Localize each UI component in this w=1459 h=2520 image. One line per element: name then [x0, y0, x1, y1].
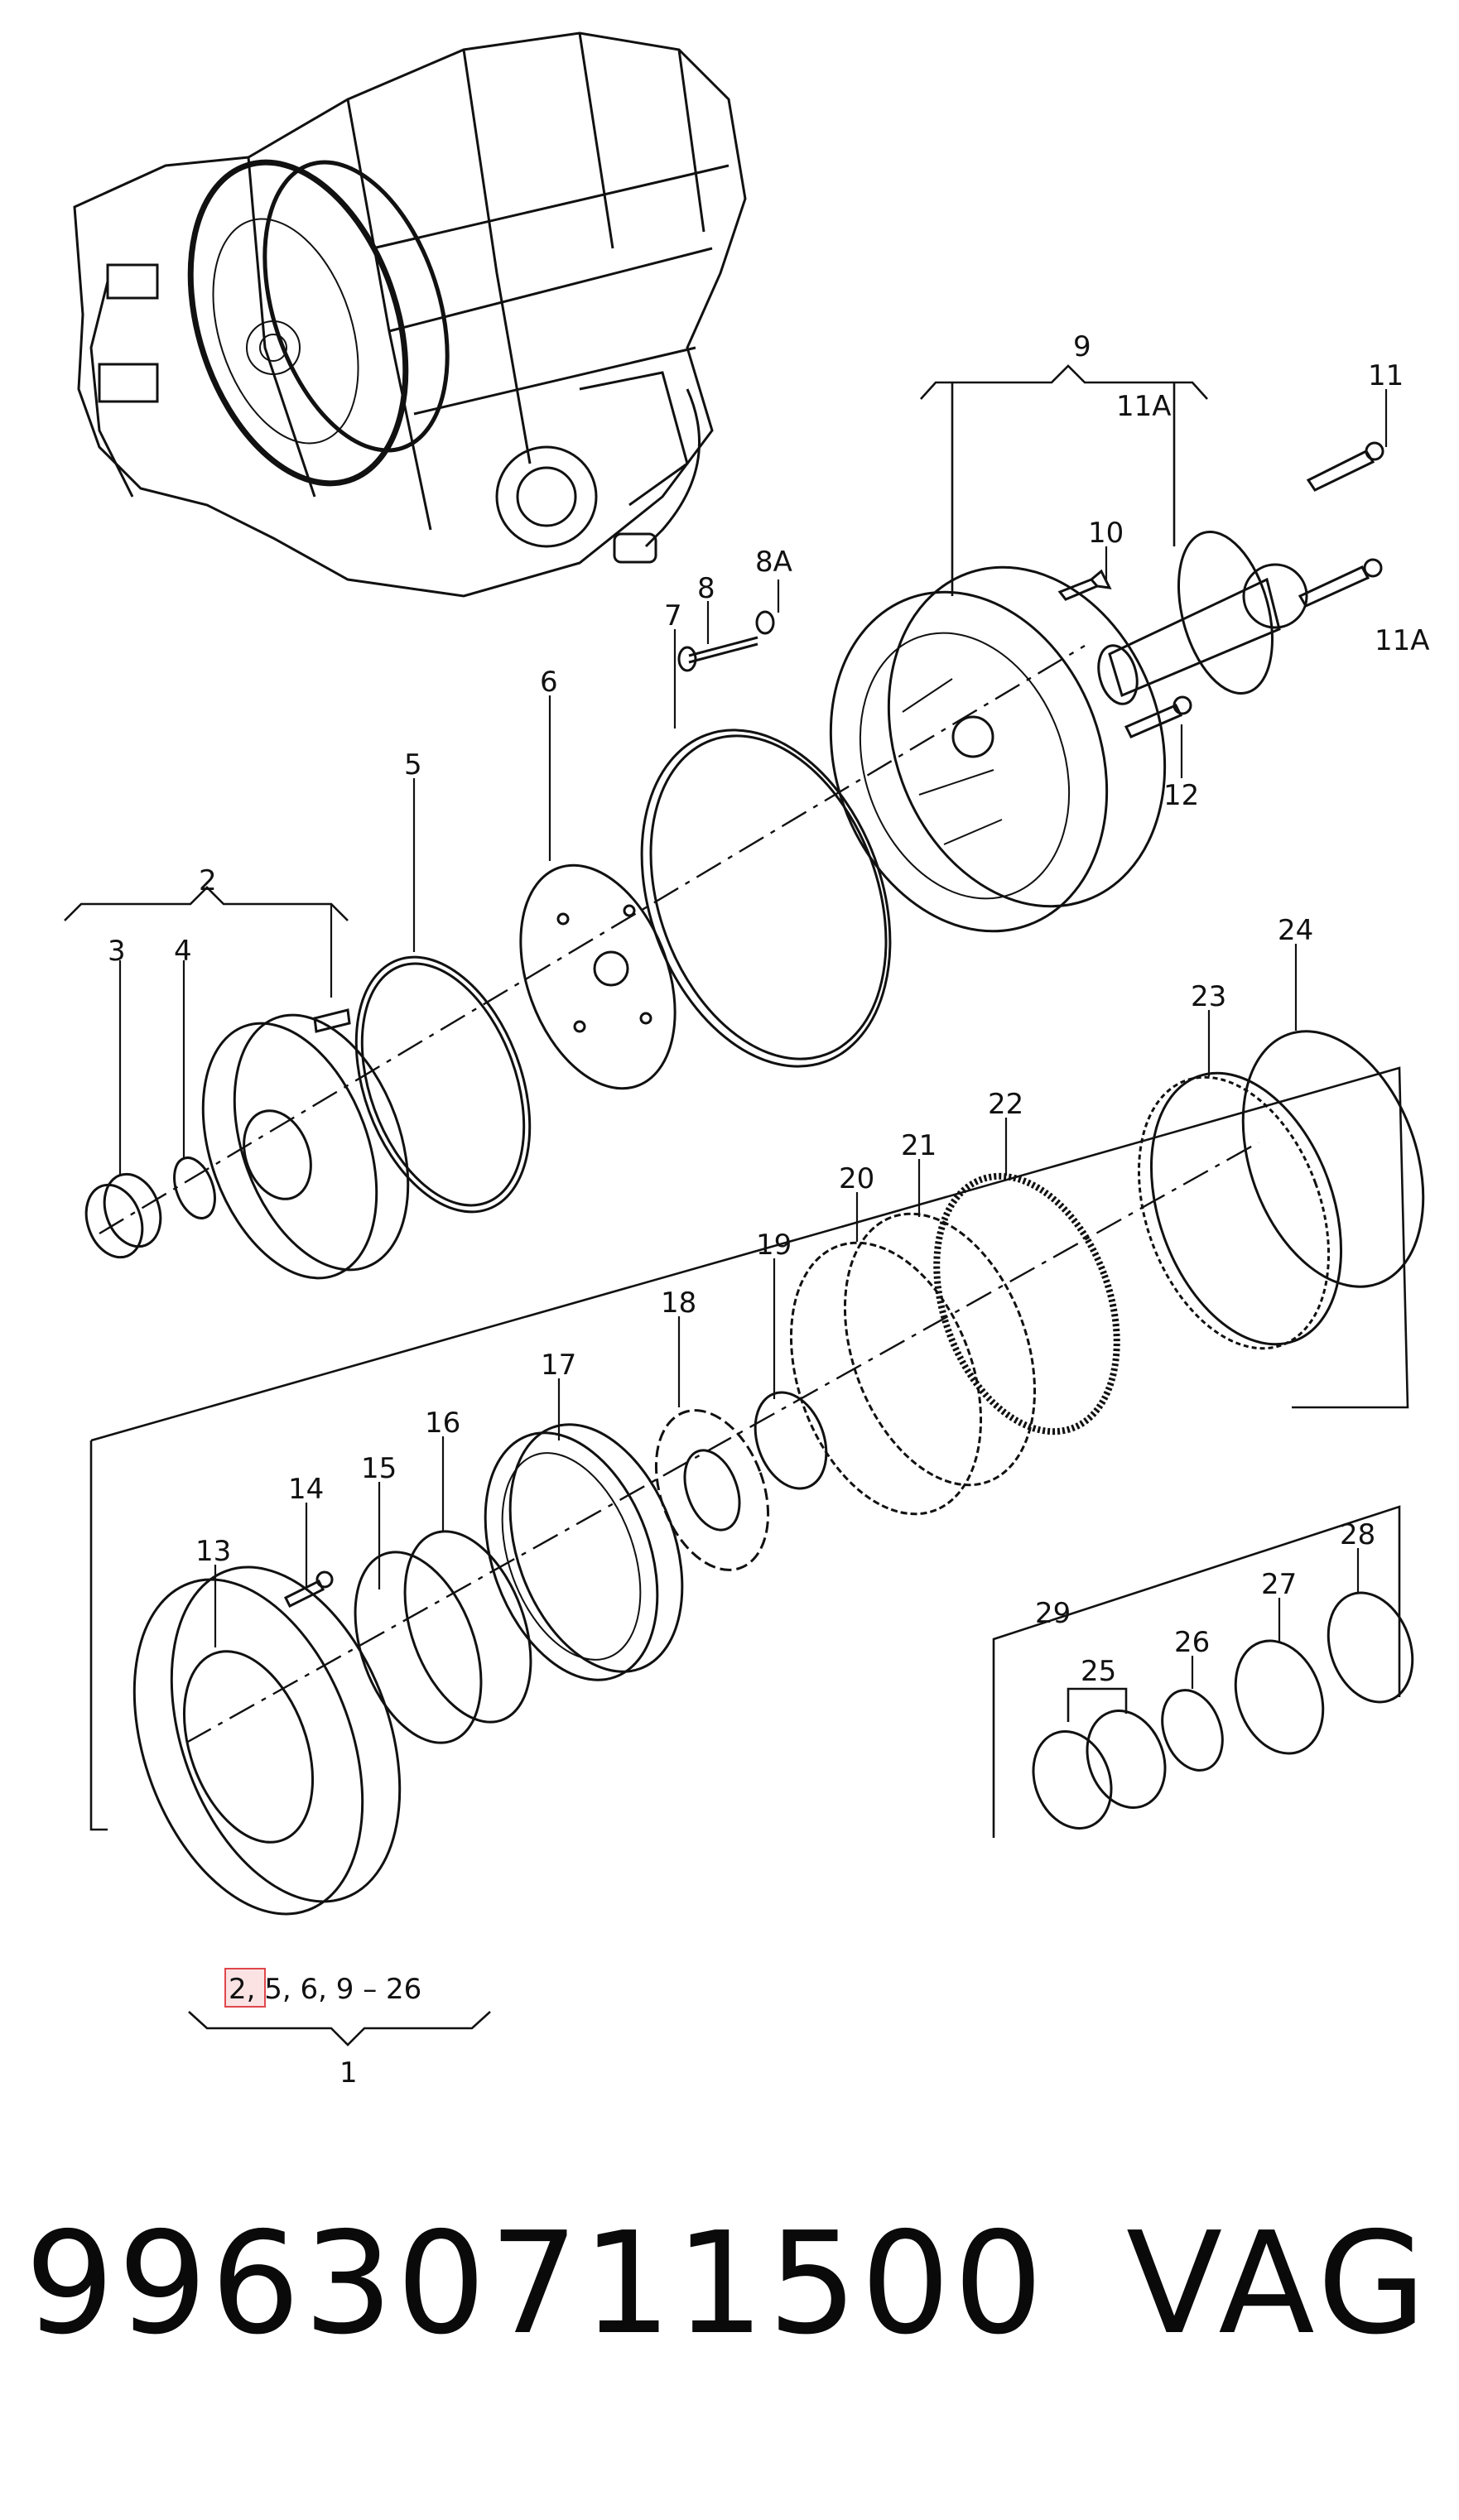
bolt-11 [1306, 441, 1384, 492]
callout-17: 17 [541, 1349, 576, 1382]
o-ring-5-inner [360, 962, 526, 1207]
group-25-28-bracket [992, 1505, 1401, 1838]
callout-6: 6 [540, 666, 558, 699]
callout-29: 29 [1035, 1597, 1071, 1630]
bolt-14 [283, 1570, 334, 1609]
group-29-bracket [89, 1066, 1409, 1831]
clutch-plates-23 [1137, 1071, 1343, 1350]
callout-25: 25 [1081, 1655, 1116, 1688]
clutch-disc-21 [843, 1212, 1037, 1487]
spring-plate-18 [654, 1409, 770, 1571]
ring-26 [1161, 1689, 1224, 1772]
o-ring-16 [403, 1530, 532, 1724]
svg-text:2, 5, 6, 9 – 26: 2, 5, 6, 9 – 26 [229, 1973, 421, 2006]
snap-ring-24 [1241, 1030, 1425, 1288]
callout-labels: 2 3 4 5 6 7 8 8A 9 11A 10 11 11A 12 13 1… [108, 330, 1430, 2090]
callout-20: 20 [839, 1162, 874, 1195]
centerline-upper [99, 644, 1086, 1235]
callout-9: 9 [1073, 330, 1091, 363]
callout-26: 26 [1174, 1626, 1210, 1659]
callout-13: 13 [195, 1535, 231, 1568]
part-number: 99630711500 [25, 2202, 1047, 2366]
bolt-11a [1298, 558, 1383, 608]
callout-8: 8 [697, 572, 715, 605]
exploded-parts-diagram: 2 3 4 5 6 7 8 8A 9 11A 10 11 11A 12 13 1… [64, 31, 1430, 2090]
callout-14: 14 [288, 1473, 324, 1506]
stator-shaft-11a [1097, 530, 1308, 705]
carrier-13 [132, 1565, 402, 1916]
centerline-lower [185, 1141, 1259, 1744]
callout-5: 5 [404, 748, 422, 781]
callout-11: 11 [1368, 359, 1404, 392]
callout-18: 18 [661, 1286, 696, 1320]
callout-11a-top: 11A [1116, 390, 1172, 423]
callout-8a: 8A [755, 546, 792, 579]
assembly-note-highlight-box [224, 1968, 266, 2008]
callout-1: 1 [339, 2056, 358, 2090]
assembly-note-range: 5, 6, 9 – 26 [255, 1973, 421, 2006]
transmission-housing [73, 31, 747, 598]
bracket-9 [920, 364, 1208, 596]
callout-12: 12 [1163, 779, 1199, 812]
o-ring-5 [354, 955, 532, 1214]
callout-10: 10 [1088, 517, 1124, 550]
ring-27 [1234, 1639, 1325, 1755]
callout-15: 15 [361, 1452, 397, 1485]
piston-17 [484, 1423, 684, 1681]
callout-2: 2 [199, 864, 217, 897]
o-ring-7-inner [649, 734, 888, 1060]
o-ring-15 [354, 1551, 483, 1744]
ring-25a [1032, 1730, 1113, 1830]
ring-25b [1086, 1710, 1167, 1809]
callout-28: 28 [1340, 1518, 1375, 1551]
bolt-8 [677, 636, 758, 672]
shaft-seal-3 [84, 1172, 162, 1259]
callout-16: 16 [425, 1407, 460, 1440]
callout-27: 27 [1261, 1568, 1297, 1601]
clutch-disc-20 [789, 1241, 983, 1516]
callout-24: 24 [1278, 914, 1313, 947]
callout-4: 4 [174, 935, 192, 968]
intermediate-plate-6 [519, 863, 677, 1090]
oil-pump-2 [201, 1008, 410, 1280]
callout-19: 19 [756, 1229, 792, 1262]
callout-23: 23 [1191, 980, 1226, 1013]
assembly-note-highlight: 2, [229, 1973, 255, 2006]
callout-leaders [118, 389, 1388, 1689]
callout-22: 22 [988, 1088, 1023, 1121]
snap-ring-19 [754, 1391, 828, 1490]
callout-21: 21 [901, 1129, 937, 1162]
bracket-25 [1067, 1687, 1128, 1722]
ring-28 [1327, 1591, 1414, 1704]
o-ring-7 [640, 729, 892, 1068]
callout-11a-side: 11A [1375, 624, 1430, 657]
brand-name: VAG [1126, 2202, 1432, 2366]
bracket-1 [188, 2011, 491, 2046]
housing-pump-outline [187, 159, 450, 487]
bolt-12 [1124, 695, 1192, 738]
assembly-note: 2, 5, 6, 9 – 26 [224, 1968, 421, 2008]
washer-8a [755, 610, 775, 635]
friction-disc-22 [933, 1172, 1120, 1436]
pump-housing-9 [829, 565, 1167, 933]
callout-3: 3 [108, 935, 126, 968]
callout-7: 7 [664, 599, 682, 632]
